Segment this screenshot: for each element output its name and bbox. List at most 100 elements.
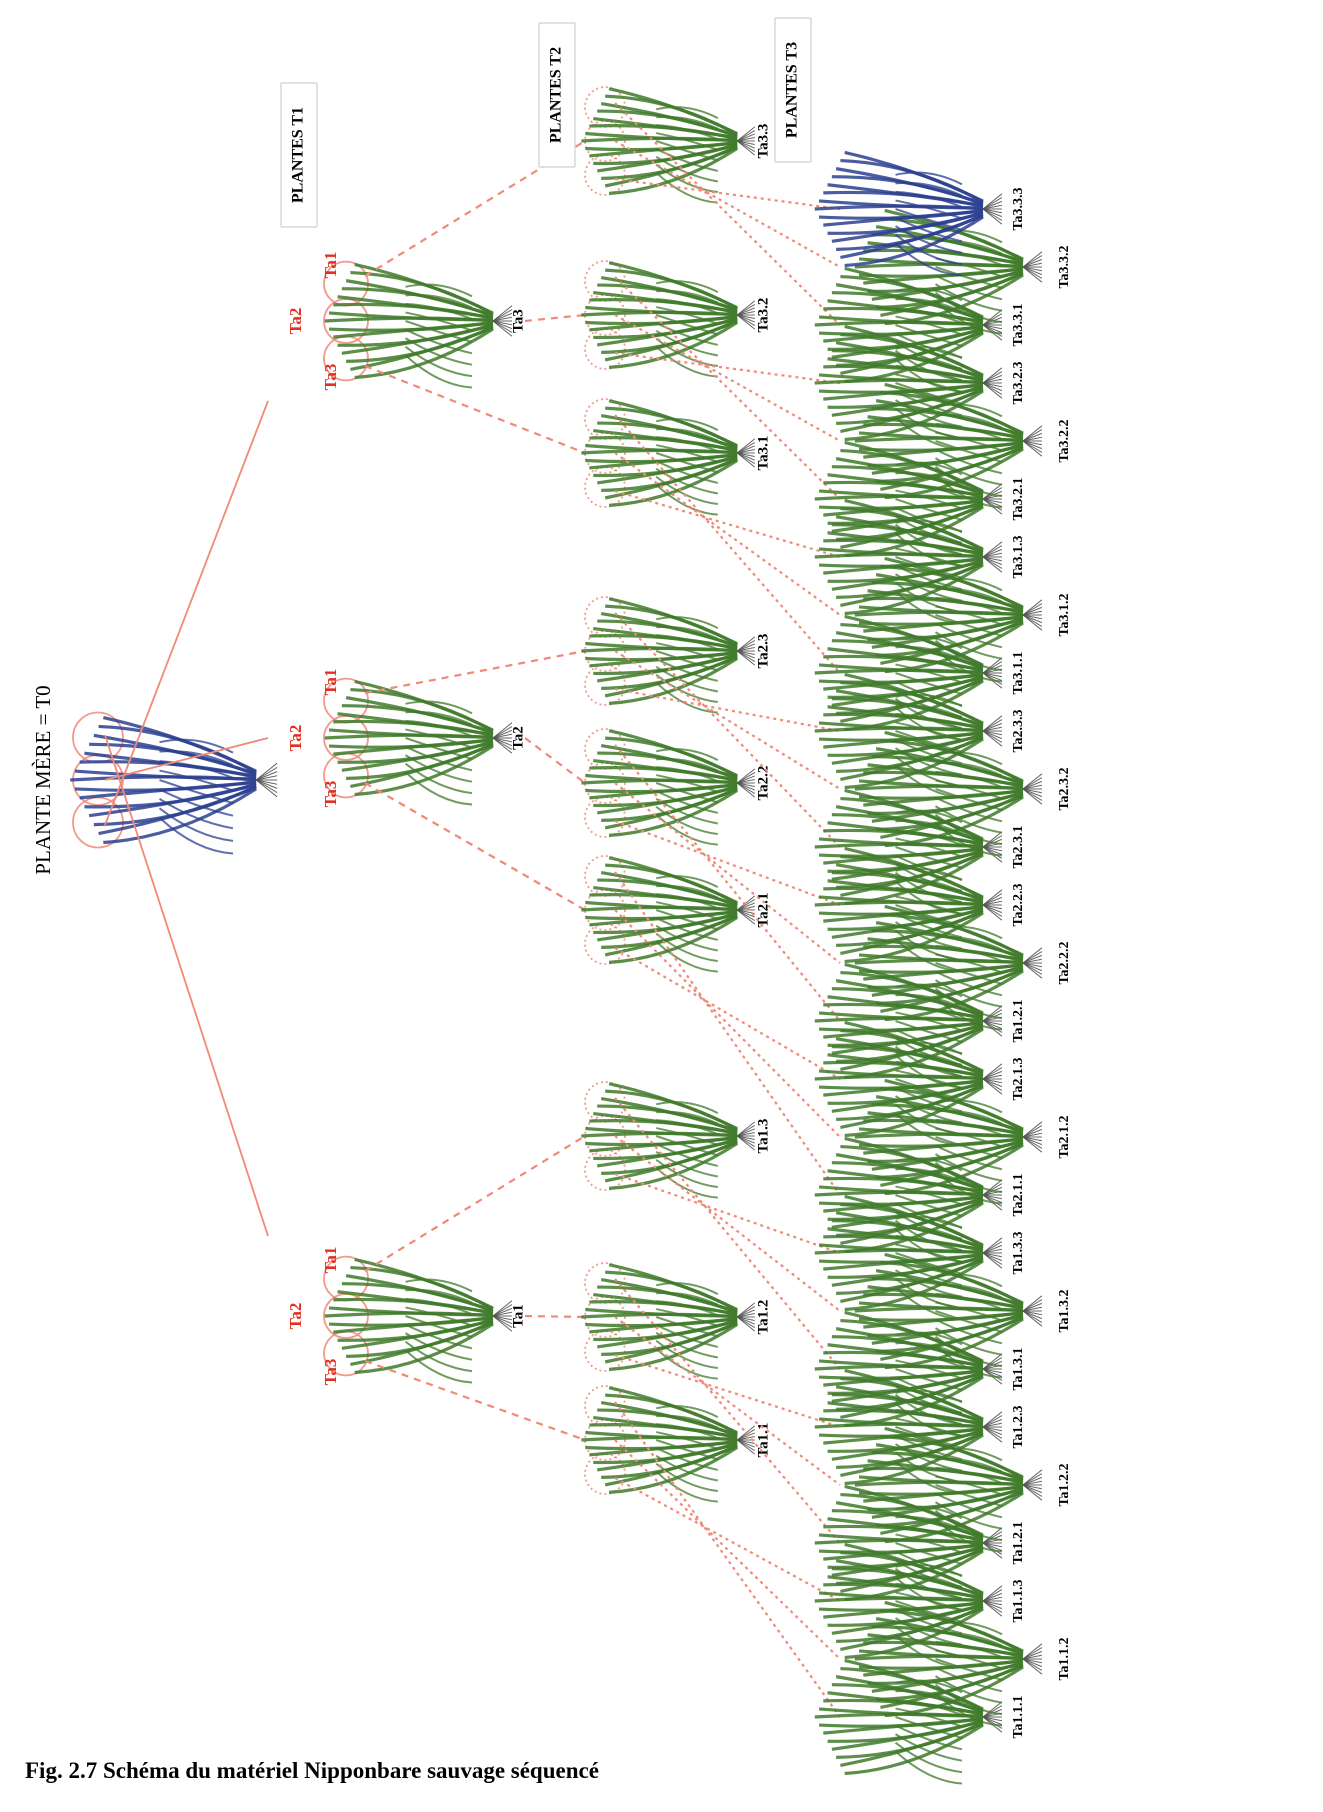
lineage-line	[364, 1359, 586, 1442]
t3-plant-label: Ta1.3.2	[1057, 1289, 1072, 1332]
t1-plant-ta3	[324, 262, 513, 389]
tiller-label: Ta1	[321, 252, 340, 279]
t3-plant-label: Ta3.2.3	[1011, 361, 1026, 404]
t3-plant-label: Ta1.1.3	[1011, 1579, 1026, 1622]
lineage-line	[524, 737, 586, 784]
t3-plant-label: Ta2.1.1	[1011, 1173, 1026, 1216]
lineage-line	[614, 782, 841, 964]
t3-plant-label: Ta1.2.2	[1057, 1463, 1072, 1506]
t2-plant	[581, 87, 756, 204]
lineage-line	[524, 313, 586, 323]
lineage-line	[614, 351, 841, 385]
t2-plant-label: Ta2.3	[755, 634, 771, 669]
t3-plant-label: Ta2.1.2	[1057, 1115, 1072, 1158]
tiller-label: Ta2	[286, 725, 305, 752]
lineage-line	[614, 1278, 841, 1544]
t3-plant-label: Ta3.1.1	[1011, 651, 1026, 694]
lineage-line	[614, 909, 841, 1138]
mother-title: PLANTE MÈRE = T0	[31, 685, 55, 874]
tiller-label: Ta3	[321, 364, 340, 391]
t3-plant-label: Ta2.1.3	[1011, 1057, 1026, 1100]
t2-plant-label: Ta2.2	[755, 766, 771, 801]
lineage-line	[104, 734, 269, 1237]
tiller-label: Ta2	[286, 308, 305, 335]
t2-plant-label: Ta3.3	[755, 124, 771, 159]
lineage-line	[614, 1135, 841, 1312]
t3-plant-label: Ta2.3.2	[1057, 767, 1072, 810]
lineage-line	[364, 649, 586, 695]
lineage-line	[364, 140, 586, 277]
lineage-line	[614, 1401, 841, 1718]
lineage-line	[364, 1135, 586, 1272]
t2-box	[538, 22, 576, 168]
t3-plant	[814, 324, 1003, 451]
t3-plant	[814, 266, 1003, 393]
lineage-line	[364, 364, 586, 455]
tiller-label: Ta2	[286, 1303, 305, 1330]
t3-plant-label: Ta2.3.1	[1011, 825, 1026, 868]
t3-plant-label: Ta2.2.3	[1011, 883, 1026, 926]
lineage-line	[614, 489, 841, 559]
t3-plant-label: Ta2.3.3	[1011, 709, 1026, 752]
lineage-line	[614, 871, 841, 1196]
t2-box-label: PLANTES T2	[548, 47, 565, 143]
lineage-line	[614, 177, 841, 211]
t2-plant	[581, 1082, 756, 1199]
t1-box-label: PLANTES T1	[290, 107, 307, 203]
tiller-label: Ta1	[321, 669, 340, 696]
lineage-line	[614, 1316, 841, 1486]
tiller-label: Ta1	[321, 1247, 340, 1274]
t3-plant	[814, 150, 1003, 277]
t2-plant-label: Ta3.2	[755, 298, 771, 333]
t3-plant	[854, 904, 1043, 1031]
t3-plant-label: Ta3.3.2	[1057, 245, 1072, 288]
tiller-label: Ta3	[321, 1359, 340, 1386]
t3-plant	[854, 730, 1043, 857]
t3-plant-label: Ta1.2.1	[1011, 999, 1026, 1042]
lineage-line	[614, 314, 841, 442]
t3-plant-label: Ta3.3.3	[1011, 187, 1026, 230]
lineage-line	[614, 140, 841, 268]
lineage-line	[104, 737, 269, 781]
t2-plant-label: Ta1.2	[755, 1300, 771, 1335]
t1-box	[280, 82, 318, 228]
t2-plant	[581, 261, 756, 378]
t1-plant-label: Ta3	[510, 309, 526, 333]
t3-plant	[854, 1252, 1043, 1379]
t3-plant-label: Ta1.3.3	[1011, 1231, 1026, 1274]
t2-plant	[581, 1386, 756, 1503]
lineage-line	[614, 1353, 841, 1429]
lineage-line	[614, 1097, 841, 1370]
t3-plant-label: Ta3.1.2	[1057, 593, 1072, 636]
figure-caption: Fig. 2.7 Schéma du matériel Nipponbare s…	[25, 1758, 599, 1783]
lineage-line	[524, 1314, 586, 1319]
t3-plant-label: Ta3.3.1	[1011, 303, 1026, 346]
t3-plant	[814, 1484, 1003, 1611]
t2-plant-label: Ta3.1	[755, 436, 771, 471]
lineage-line	[614, 744, 841, 1022]
t2-plant	[581, 856, 756, 973]
t3-plant-label: Ta1.2.1	[1011, 1521, 1026, 1564]
t1-plant-ta1	[324, 1257, 513, 1384]
t1-plant-ta2	[324, 679, 513, 806]
t2-plant	[581, 399, 756, 516]
lineage-line	[614, 819, 841, 907]
t3-plant	[814, 1658, 1003, 1785]
t3-plant	[814, 440, 1003, 567]
t2-plant-label: Ta1.3	[755, 1119, 771, 1154]
t2-plant-label: Ta2.1	[755, 893, 771, 928]
lineage-line	[614, 1172, 841, 1255]
t1-plant-label: Ta2	[510, 726, 526, 750]
tiller-label: Ta3	[321, 781, 340, 808]
t3-box-label: PLANTES T3	[784, 42, 801, 138]
t3-plant-label: Ta3.1.3	[1011, 535, 1026, 578]
lineage-line	[614, 650, 841, 790]
t3-box	[774, 17, 812, 163]
t1-plant-label: Ta1	[510, 1304, 526, 1328]
lineage-line	[614, 612, 841, 848]
t3-plant	[854, 1426, 1043, 1553]
lineage-line	[614, 947, 841, 1080]
t3-plant-label: Ta2.2.2	[1057, 941, 1072, 984]
